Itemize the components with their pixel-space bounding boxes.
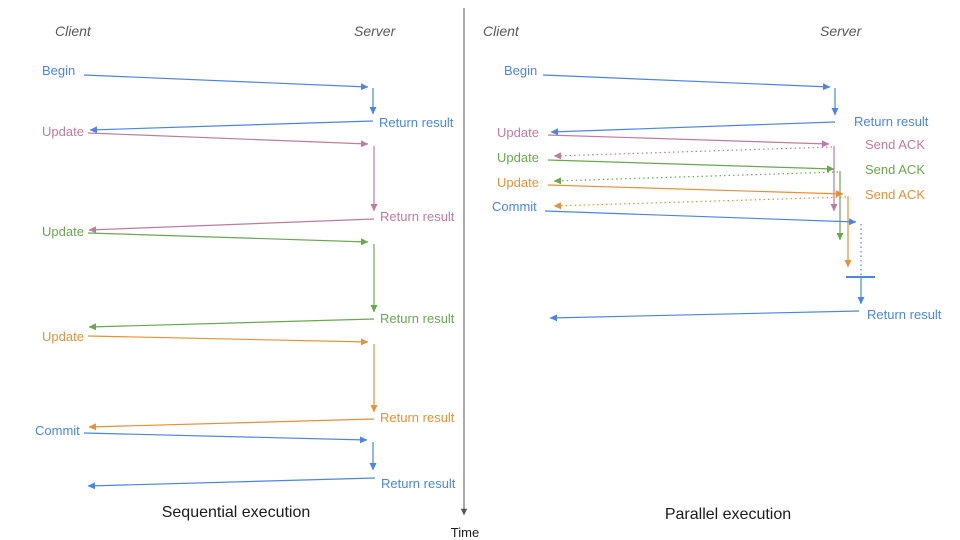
right-ack1-label: Send ACK xyxy=(865,137,925,152)
right-ack2-label: Send ACK xyxy=(865,162,925,177)
left-result2-label: Return result xyxy=(380,209,455,224)
left-begin-label: Begin xyxy=(42,63,76,78)
left-server-header: Server xyxy=(354,23,396,39)
right-update1-arrows xyxy=(547,134,838,212)
left-client-header: Client xyxy=(55,23,91,39)
left-result4-label: Return result xyxy=(380,410,455,425)
right-server-header: Server xyxy=(820,23,862,39)
left-begin-arrows xyxy=(83,74,377,134)
left-update3-label: Update xyxy=(42,329,84,344)
left-update3-arrows xyxy=(87,335,378,431)
right-commit-label: Commit xyxy=(492,199,537,214)
right-update2-label: Update xyxy=(497,150,539,165)
right-commit-arrows xyxy=(544,210,875,322)
right-begin-arrows xyxy=(542,74,839,136)
left-update1-arrows xyxy=(87,132,378,234)
right-client-header: Client xyxy=(483,23,519,39)
left-commit-label: Commit xyxy=(35,423,80,438)
right-update2-arrows xyxy=(547,159,844,241)
left-result3-label: Return result xyxy=(380,311,455,326)
right-result2-label: Return result xyxy=(867,307,942,322)
left-commit-arrows xyxy=(83,432,377,490)
right-update1-label: Update xyxy=(497,125,539,140)
left-result1-label: Return result xyxy=(379,115,454,130)
left-update2-arrows xyxy=(87,232,378,331)
left-update2-label: Update xyxy=(42,224,84,239)
right-ack3-label: Send ACK xyxy=(865,187,925,202)
right-update3-label: Update xyxy=(497,175,539,190)
right-begin-label: Begin xyxy=(504,63,538,78)
left-caption: Sequential execution xyxy=(161,504,311,521)
left-update1-label: Update xyxy=(42,124,84,139)
left-result5-label: Return result xyxy=(381,476,456,491)
right-caption: Parallel execution xyxy=(664,506,792,523)
right-update3-arrows xyxy=(547,184,852,268)
time-axis-label: Time xyxy=(450,525,480,540)
right-result1-label: Return result xyxy=(854,114,929,129)
